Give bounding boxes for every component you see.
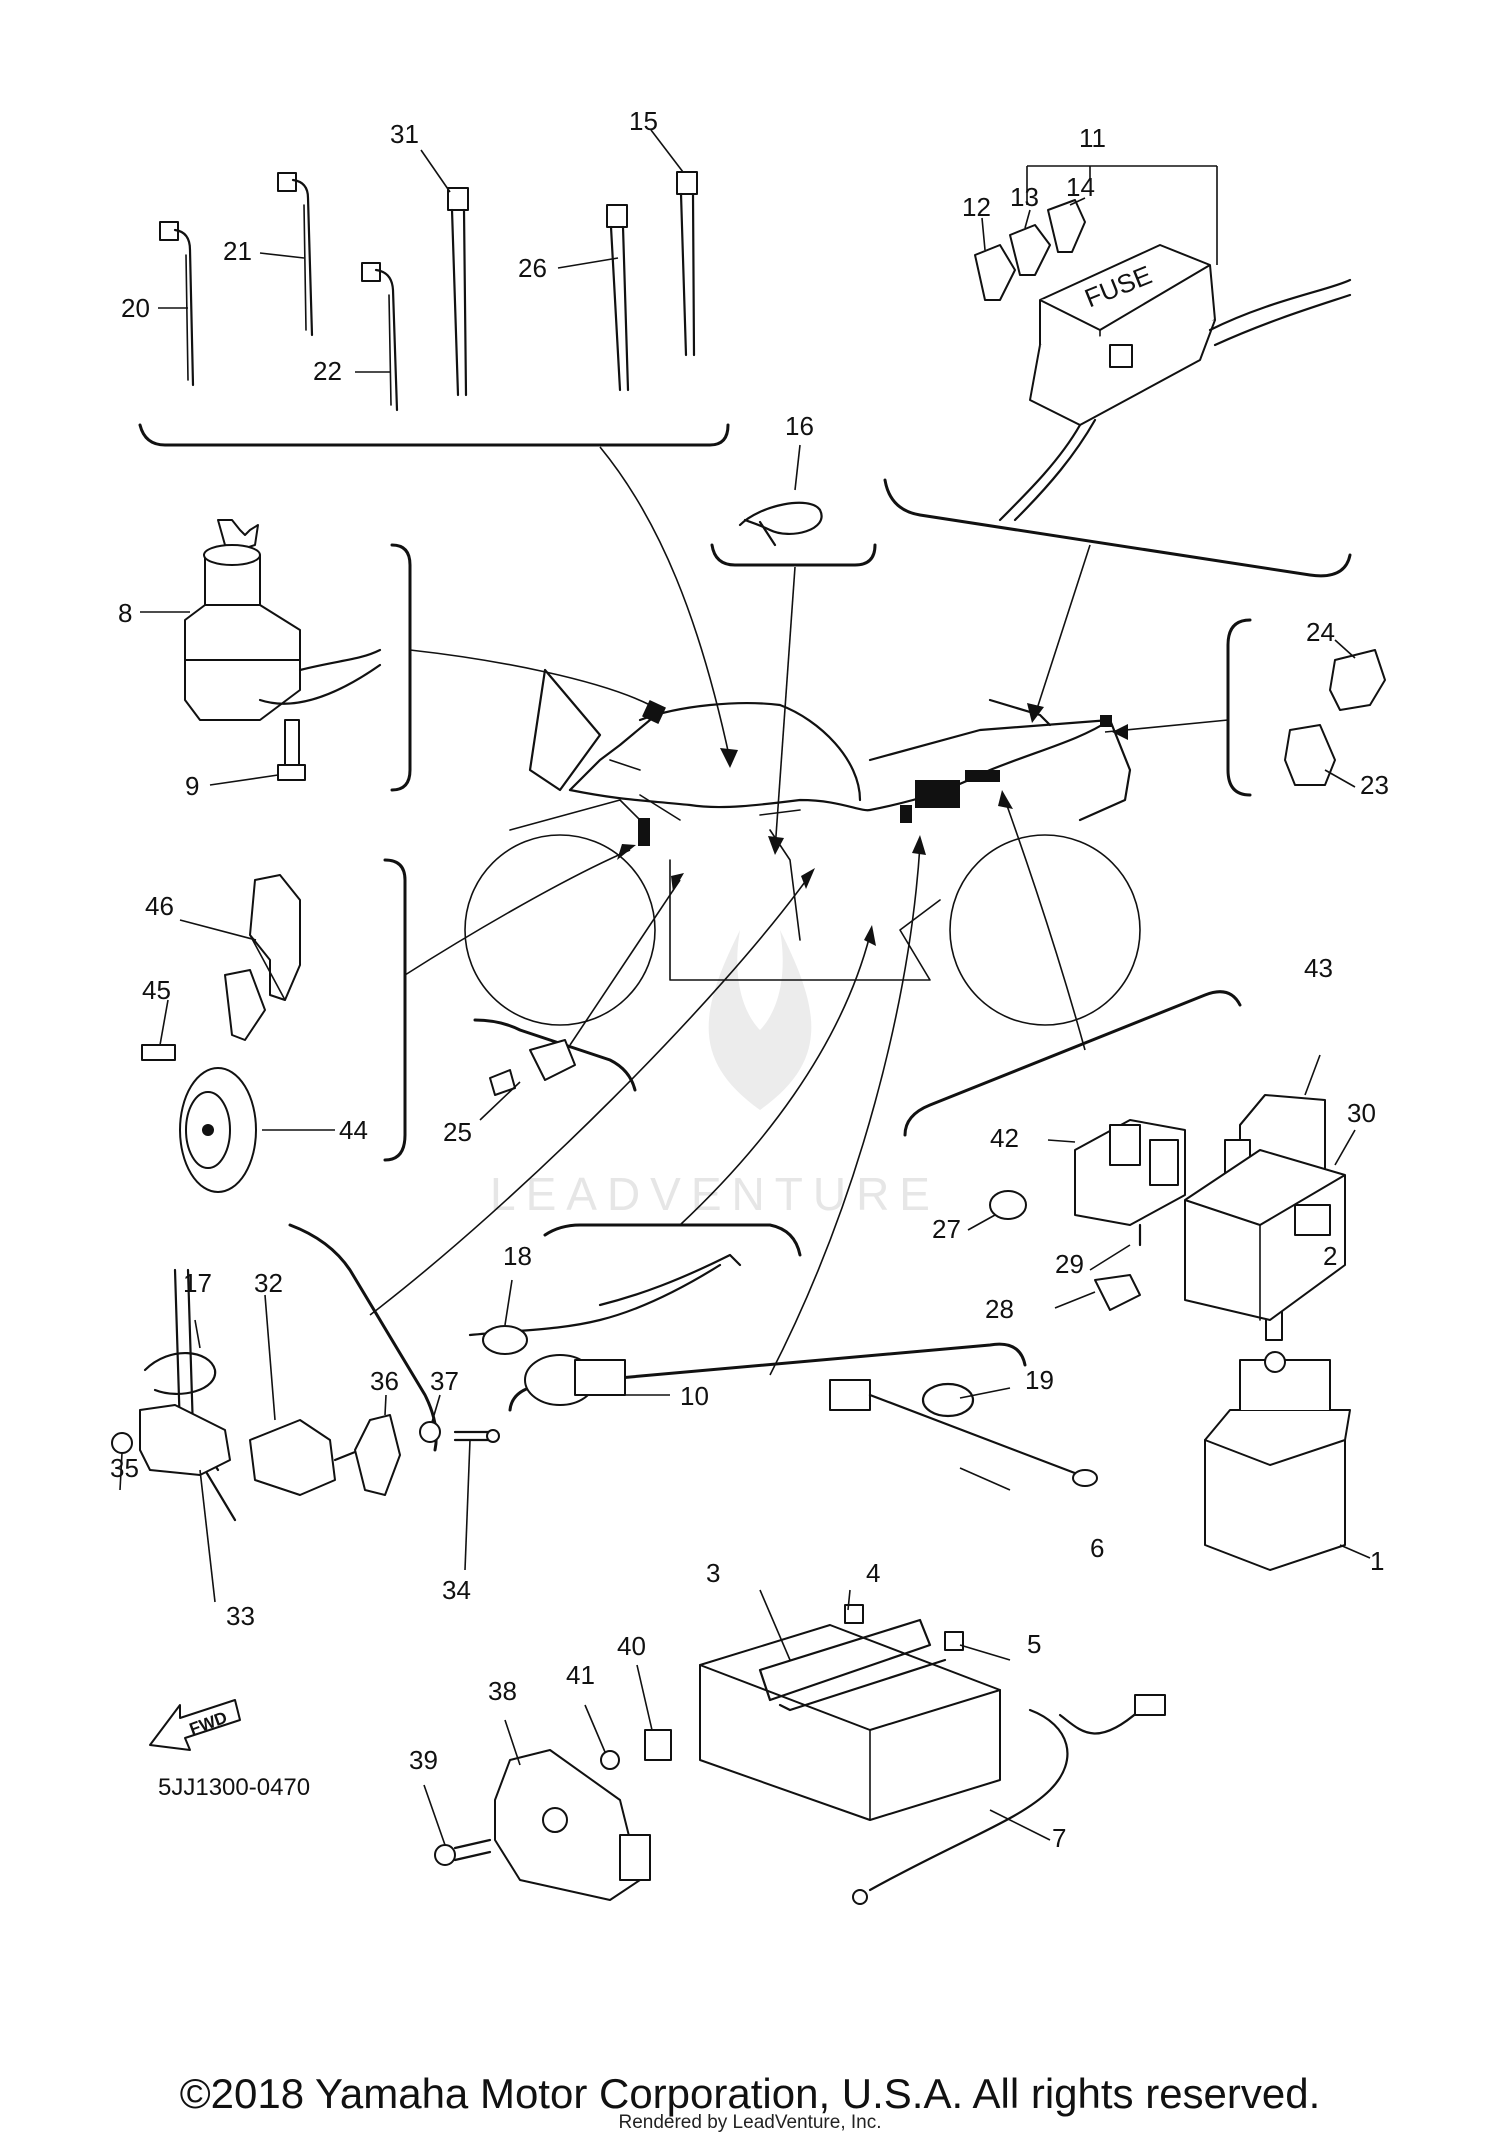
- callout-43: 43: [1304, 953, 1333, 983]
- harness-connector-3: [1100, 715, 1112, 727]
- callout-31: 31: [390, 119, 419, 149]
- clamp-27: [989, 1190, 1027, 1220]
- callout-13: 13: [1010, 182, 1039, 212]
- callout-40: 40: [617, 1631, 646, 1661]
- callout-5: 5: [1027, 1629, 1041, 1659]
- harness-connector-2: [638, 818, 650, 846]
- fuse-box-assembly: FUSE: [974, 165, 1352, 522]
- callout-25: 25: [443, 1117, 472, 1147]
- main-switch: [140, 519, 382, 786]
- callout-16: 16: [785, 411, 814, 441]
- copyright-notice: ©2018 Yamaha Motor Corporation, U.S.A. A…: [179, 2070, 1321, 2117]
- cable-tie-20: [159, 221, 195, 387]
- callout-14: 14: [1066, 172, 1095, 202]
- callout-numbers: 1 2 3 4 5 6 7 8 9 10 11 12 13 14 15 16 1…: [110, 106, 1389, 1853]
- callout-15: 15: [629, 106, 658, 136]
- callout-17: 17: [183, 1268, 212, 1298]
- callout-10: 10: [680, 1381, 709, 1411]
- callout-18: 18: [503, 1241, 532, 1271]
- harness-block-3: [965, 770, 1000, 782]
- callout-27: 27: [932, 1214, 961, 1244]
- callout-34: 34: [442, 1575, 471, 1605]
- group-brackets: [138, 423, 1352, 1452]
- callout-46: 46: [145, 891, 174, 921]
- control-unit-30: [1184, 1149, 1346, 1321]
- harness-block-1: [915, 780, 960, 808]
- rendered-by-notice: Rendered by LeadVenture, Inc.: [618, 2112, 882, 2133]
- callout-29: 29: [1055, 1249, 1084, 1279]
- fwd-label: FWD: [187, 1708, 230, 1739]
- washer-41: [600, 1750, 620, 1770]
- battery-cable-6: [829, 1379, 1098, 1487]
- sidestand-switch-assembly: [111, 1268, 500, 1603]
- callout-11: 11: [1079, 123, 1106, 153]
- clip-16: [738, 444, 823, 547]
- callout-39: 39: [409, 1745, 438, 1775]
- callout-21: 21: [223, 236, 252, 266]
- cable-ties: [158, 129, 698, 412]
- fuse-14: [1047, 199, 1086, 253]
- callout-19: 19: [1025, 1365, 1054, 1395]
- bolt-39: [434, 1838, 492, 1866]
- bracket-28: [1094, 1274, 1141, 1311]
- callout-3: 3: [706, 1558, 720, 1588]
- motorcycle-outline: [464, 668, 1141, 1026]
- watermark: LEADVENTURE: [490, 930, 940, 1220]
- callout-6: 6: [1090, 1533, 1104, 1563]
- starter-relay: [1204, 1264, 1371, 1571]
- diagram-code: 5JJ1300-0470: [158, 1774, 311, 1801]
- cable-tie-21: [277, 172, 314, 337]
- fuse-12: [974, 244, 1016, 301]
- callout-35: 35: [110, 1453, 139, 1483]
- callout-37: 37: [430, 1366, 459, 1396]
- clip-25: [479, 1039, 576, 1121]
- callout-28: 28: [985, 1294, 1014, 1324]
- callout-9: 9: [185, 771, 199, 801]
- callout-22: 22: [313, 356, 342, 386]
- battery-assembly: [423, 1379, 1166, 1905]
- cable-tie-22: [361, 262, 399, 412]
- callout-4: 4: [866, 1558, 880, 1588]
- nut-40: [644, 1729, 672, 1761]
- harness-block-2: [900, 805, 912, 823]
- cable-tie-26: [606, 204, 630, 392]
- callout-32: 32: [254, 1268, 283, 1298]
- callout-20: 20: [121, 293, 150, 323]
- callout-41: 41: [566, 1660, 595, 1690]
- fuse-13: [1009, 224, 1051, 276]
- callout-42: 42: [990, 1123, 1019, 1153]
- callout-45: 45: [142, 975, 171, 1005]
- clip-23: [1284, 724, 1336, 786]
- callout-36: 36: [370, 1366, 399, 1396]
- callout-38: 38: [488, 1676, 517, 1706]
- callout-30: 30: [1347, 1098, 1376, 1128]
- callout-1: 1: [1370, 1546, 1384, 1576]
- callout-8: 8: [118, 598, 132, 628]
- callout-33: 33: [226, 1601, 255, 1631]
- fwd-arrow: FWD: [149, 1699, 241, 1751]
- callout-2: 2: [1323, 1241, 1337, 1271]
- callout-7: 7: [1052, 1823, 1066, 1853]
- callout-44: 44: [339, 1115, 368, 1145]
- clip-24: [1329, 649, 1386, 711]
- callout-24: 24: [1306, 617, 1335, 647]
- starter-plug-assembly: [468, 1253, 742, 1406]
- battery-cable-7: [852, 1694, 1166, 1905]
- wire-harness: [568, 700, 1112, 941]
- cable-tie-31: [447, 187, 469, 397]
- relay-42: [1074, 1119, 1186, 1226]
- callout-23: 23: [1360, 770, 1389, 800]
- horn-assembly: [141, 874, 335, 1193]
- callout-12: 12: [962, 192, 991, 222]
- harness-connector-1: [642, 700, 666, 724]
- clips-23-24: [1284, 639, 1386, 788]
- relay-group: [967, 1054, 1356, 1321]
- watermark-text: LEADVENTURE: [490, 1168, 940, 1220]
- callout-26: 26: [518, 253, 547, 283]
- cable-tie-15: [676, 171, 698, 357]
- rectifier-regulator-38: [494, 1749, 651, 1901]
